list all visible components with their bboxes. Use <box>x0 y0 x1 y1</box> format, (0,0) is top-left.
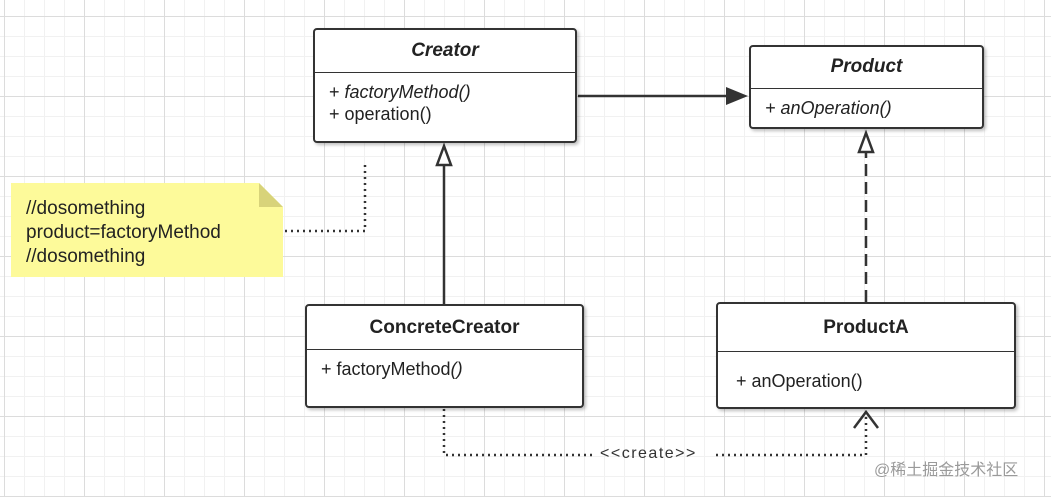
class-creator[interactable]: Creator + factoryMethod() + operation() <box>313 28 577 143</box>
member-parens: () <box>450 359 463 379</box>
method-an-operation: + anOperation() <box>765 97 982 119</box>
generalization-triangle <box>435 142 453 167</box>
member-name: factoryMethod() <box>344 82 471 102</box>
member-visibility: + <box>321 359 337 379</box>
method-an-operation: + anOperation() <box>736 370 1014 392</box>
class-product-a[interactable]: ProductA + anOperation() <box>716 302 1016 409</box>
class-name: ProductA <box>718 304 1014 352</box>
method-factory-method: + factoryMethod() <box>321 358 582 380</box>
realization-triangle <box>857 129 875 154</box>
class-name: ConcreteCreator <box>307 306 582 350</box>
class-members: + factoryMethod() + operation() <box>315 73 575 125</box>
member-name: factoryMethod <box>336 359 451 379</box>
sticky-note <box>11 183 283 277</box>
member-name: operation() <box>344 104 432 124</box>
class-members: + factoryMethod() <box>307 350 582 380</box>
class-concrete-creator[interactable]: ConcreteCreator + factoryMethod() <box>305 304 584 408</box>
sticky-note-text: //dosomething product=factoryMethod //do… <box>26 197 221 269</box>
member-visibility: + <box>736 371 752 391</box>
association-arrowhead <box>726 87 748 105</box>
note-anchor-line <box>285 165 367 233</box>
dependency-create-line-right <box>716 416 868 457</box>
note-line: //dosomething <box>26 198 146 219</box>
class-members: + anOperation() <box>751 89 982 119</box>
class-name: Creator <box>315 30 575 73</box>
member-visibility: + <box>329 104 345 124</box>
member-visibility: + <box>765 98 781 118</box>
dependency-open-arrowhead <box>853 409 879 429</box>
dependency-create-line <box>442 409 596 457</box>
dependency-stereotype-label: <<create>> <box>600 445 697 462</box>
method-operation: + operation() <box>329 103 575 125</box>
class-name: Product <box>751 47 982 89</box>
note-line: //dosomething <box>26 246 146 267</box>
member-visibility: + <box>329 82 345 102</box>
method-factory-method: + factoryMethod() <box>329 81 575 103</box>
class-members: + anOperation() <box>718 352 1014 392</box>
note-line: product=factoryMethod <box>26 222 221 243</box>
member-name: anOperation() <box>751 371 863 391</box>
class-product[interactable]: Product + anOperation() <box>749 45 984 129</box>
watermark: @稀土掘金技术社区 <box>874 462 1019 479</box>
member-name: anOperation() <box>780 98 892 118</box>
